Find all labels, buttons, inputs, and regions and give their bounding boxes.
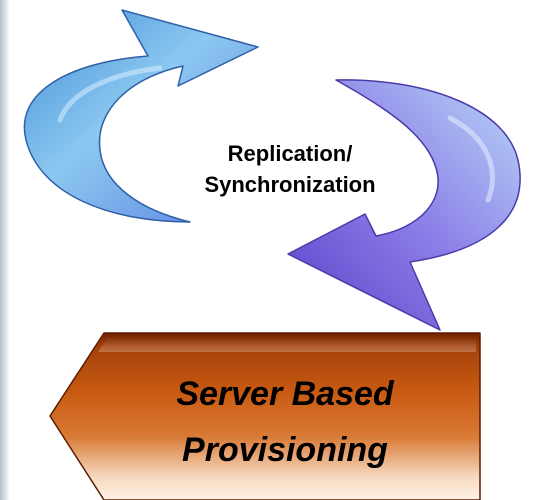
replication-label-line2: Synchronization: [204, 172, 376, 197]
provisioning-label-line2: Provisioning: [182, 431, 388, 469]
cycle-arrow-top: [23, 9, 259, 223]
provisioning-arrow-shape: [49, 332, 481, 500]
replication-label-line1: Replication/: [227, 141, 353, 166]
provisioning-label: Server Based Provisioning: [135, 366, 435, 478]
replication-label: Replication/ Synchronization: [160, 138, 420, 200]
left-edge-strip: [0, 0, 10, 500]
cycle-arrow-bottom: [287, 79, 521, 331]
provisioning-label-line1: Server Based: [176, 375, 394, 413]
